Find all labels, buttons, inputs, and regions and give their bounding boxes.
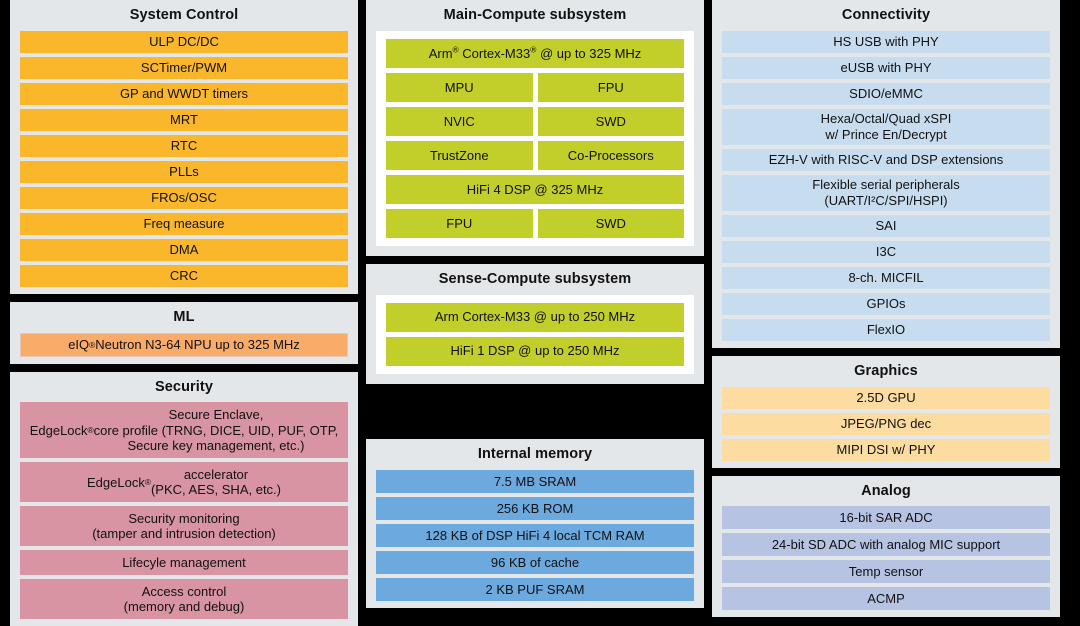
- block-ulp-dcdc[interactable]: ULP DC/DC: [20, 31, 348, 53]
- main-compute-title: Main-Compute subsystem: [376, 4, 694, 31]
- block-fros-osc[interactable]: FROs/OSC: [20, 187, 348, 209]
- system-control-rows: ULP DC/DC SCTimer/PWM GP and WWDT timers…: [20, 31, 348, 287]
- panel-security: Security EdgeLock® Secure Enclave,core p…: [10, 372, 358, 626]
- block-acmp[interactable]: ACMP: [722, 587, 1050, 610]
- block-hifi1-dsp[interactable]: HiFi 1 DSP @ up to 250 MHz: [386, 337, 684, 366]
- block-diagram-canvas: System Control ULP DC/DC SCTimer/PWM GP …: [0, 0, 1080, 608]
- block-trustzone[interactable]: TrustZone: [386, 141, 533, 170]
- middle-column: Main-Compute subsystem Arm® Cortex-M33® …: [366, 0, 704, 608]
- block-sai[interactable]: SAI: [722, 215, 1050, 237]
- block-cache-96kb[interactable]: 96 KB of cache: [376, 551, 694, 574]
- panel-sense-compute: Sense-Compute subsystem Arm Cortex-M33 @…: [366, 264, 704, 384]
- security-title: Security: [20, 376, 348, 403]
- graphics-rows: 2.5D GPU JPEG/PNG dec MIPI DSI w/ PHY: [722, 387, 1050, 461]
- sense-compute-title: Sense-Compute subsystem: [376, 268, 694, 295]
- block-hs-usb-phy[interactable]: HS USB with PHY: [722, 31, 1050, 53]
- block-sram-7-5mb[interactable]: 7.5 MB SRAM: [376, 470, 694, 493]
- block-jpeg-png-dec[interactable]: JPEG/PNG dec: [722, 413, 1050, 435]
- analog-rows: 16-bit SAR ADC 24-bit SD ADC with analog…: [722, 506, 1050, 610]
- block-edgelock-accelerator[interactable]: EdgeLock® accelerator(PKC, AES, SHA, etc…: [20, 462, 348, 502]
- block-dsp-fpu[interactable]: FPU: [386, 209, 533, 238]
- analog-title: Analog: [722, 480, 1050, 507]
- main-compute-pair-3: TrustZone Co-Processors: [386, 141, 684, 170]
- block-flexible-serial-peripherals[interactable]: Flexible serial peripherals (UART/I²C/SP…: [722, 175, 1050, 211]
- block-16bit-sar-adc[interactable]: 16-bit SAR ADC: [722, 506, 1050, 529]
- block-dma[interactable]: DMA: [20, 239, 348, 261]
- block-arm-cortex-m33-main[interactable]: Arm® Cortex-M33® @ up to 325 MHz: [386, 39, 684, 68]
- block-rom-256kb[interactable]: 256 KB ROM: [376, 497, 694, 520]
- internal-memory-title: Internal memory: [376, 443, 694, 470]
- block-mrt[interactable]: MRT: [20, 109, 348, 131]
- block-micfil[interactable]: 8-ch. MICFIL: [722, 267, 1050, 289]
- block-lifecyle-management[interactable]: Lifecyle management: [20, 550, 348, 575]
- sense-compute-inner: Arm Cortex-M33 @ up to 250 MHz HiFi 1 DS…: [376, 295, 694, 374]
- block-eusb-phy[interactable]: eUSB with PHY: [722, 57, 1050, 79]
- block-co-processors[interactable]: Co-Processors: [538, 141, 685, 170]
- main-compute-inner: Arm® Cortex-M33® @ up to 325 MHz MPU FPU…: [376, 31, 694, 246]
- block-puf-sram-2kb[interactable]: 2 KB PUF SRAM: [376, 578, 694, 601]
- main-compute-pair-2: NVIC SWD: [386, 107, 684, 136]
- panel-analog: Analog 16-bit SAR ADC 24-bit SD ADC with…: [712, 476, 1060, 618]
- block-nvic[interactable]: NVIC: [386, 107, 533, 136]
- block-plls[interactable]: PLLs: [20, 161, 348, 183]
- main-compute-dsp-pair-1: FPU SWD: [386, 209, 684, 238]
- panel-connectivity: Connectivity HS USB with PHY eUSB with P…: [712, 0, 1060, 348]
- block-sdio-emmc[interactable]: SDIO/eMMC: [722, 83, 1050, 105]
- panel-system-control: System Control ULP DC/DC SCTimer/PWM GP …: [10, 0, 358, 294]
- block-swd[interactable]: SWD: [538, 107, 685, 136]
- arm-cortex-m33-main-label: Arm® Cortex-M33® @ up to 325 MHz: [429, 46, 642, 61]
- block-gpios[interactable]: GPIOs: [722, 293, 1050, 315]
- block-access-control[interactable]: Access control (memory and debug): [20, 579, 348, 619]
- block-temp-sensor[interactable]: Temp sensor: [722, 560, 1050, 583]
- system-control-title: System Control: [20, 4, 348, 31]
- panel-graphics: Graphics 2.5D GPU JPEG/PNG dec MIPI DSI …: [712, 356, 1060, 468]
- connectivity-rows: HS USB with PHY eUSB with PHY SDIO/eMMC …: [722, 31, 1050, 341]
- block-2-5d-gpu[interactable]: 2.5D GPU: [722, 387, 1050, 409]
- block-gp-wwdt-timers[interactable]: GP and WWDT timers: [20, 83, 348, 105]
- right-column: Connectivity HS USB with PHY eUSB with P…: [712, 0, 1060, 608]
- block-mipi-dsi-phy[interactable]: MIPI DSI w/ PHY: [722, 439, 1050, 461]
- ml-title: ML: [20, 306, 348, 333]
- block-edgelock-secure-enclave[interactable]: EdgeLock® Secure Enclave,core profile (T…: [20, 402, 348, 458]
- panel-ml: ML eIQ® Neutron N3-64 NPU up to 325 MHz: [10, 302, 358, 364]
- connectivity-title: Connectivity: [722, 4, 1050, 31]
- main-compute-pair-1: MPU FPU: [386, 73, 684, 102]
- block-freq-measure[interactable]: Freq measure: [20, 213, 348, 235]
- left-column: System Control ULP DC/DC SCTimer/PWM GP …: [10, 0, 358, 608]
- block-flexio[interactable]: FlexIO: [722, 319, 1050, 341]
- panel-internal-memory: Internal memory 7.5 MB SRAM 256 KB ROM 1…: [366, 439, 704, 608]
- block-dsp-tcm-ram[interactable]: 128 KB of DSP HiFi 4 local TCM RAM: [376, 524, 694, 547]
- internal-memory-rows: 7.5 MB SRAM 256 KB ROM 128 KB of DSP HiF…: [376, 470, 694, 601]
- block-dsp-swd[interactable]: SWD: [538, 209, 685, 238]
- block-security-monitoring[interactable]: Security monitoring (tamper and intrusio…: [20, 506, 348, 546]
- block-eiq-neutron-npu[interactable]: eIQ® Neutron N3-64 NPU up to 325 MHz: [20, 333, 348, 357]
- block-fpu[interactable]: FPU: [538, 73, 685, 102]
- block-24bit-sd-adc[interactable]: 24-bit SD ADC with analog MIC support: [722, 533, 1050, 556]
- block-rtc[interactable]: RTC: [20, 135, 348, 157]
- block-mpu[interactable]: MPU: [386, 73, 533, 102]
- block-crc[interactable]: CRC: [20, 265, 348, 287]
- panel-main-compute: Main-Compute subsystem Arm® Cortex-M33® …: [366, 0, 704, 256]
- middle-column-gap: [366, 392, 704, 432]
- ml-rows: eIQ® Neutron N3-64 NPU up to 325 MHz: [20, 333, 348, 357]
- block-i3c[interactable]: I3C: [722, 241, 1050, 263]
- block-xspi-prince[interactable]: Hexa/Octal/Quad xSPI w/ Prince En/Decryp…: [722, 109, 1050, 145]
- security-rows: EdgeLock® Secure Enclave,core profile (T…: [20, 402, 348, 619]
- block-arm-cortex-m33-sense[interactable]: Arm Cortex-M33 @ up to 250 MHz: [386, 303, 684, 332]
- block-hifi4-dsp[interactable]: HiFi 4 DSP @ 325 MHz: [386, 175, 684, 204]
- graphics-title: Graphics: [722, 360, 1050, 387]
- block-sctimer-pwm[interactable]: SCTimer/PWM: [20, 57, 348, 79]
- block-ezh-v-riscv[interactable]: EZH-V with RISC-V and DSP extensions: [722, 149, 1050, 171]
